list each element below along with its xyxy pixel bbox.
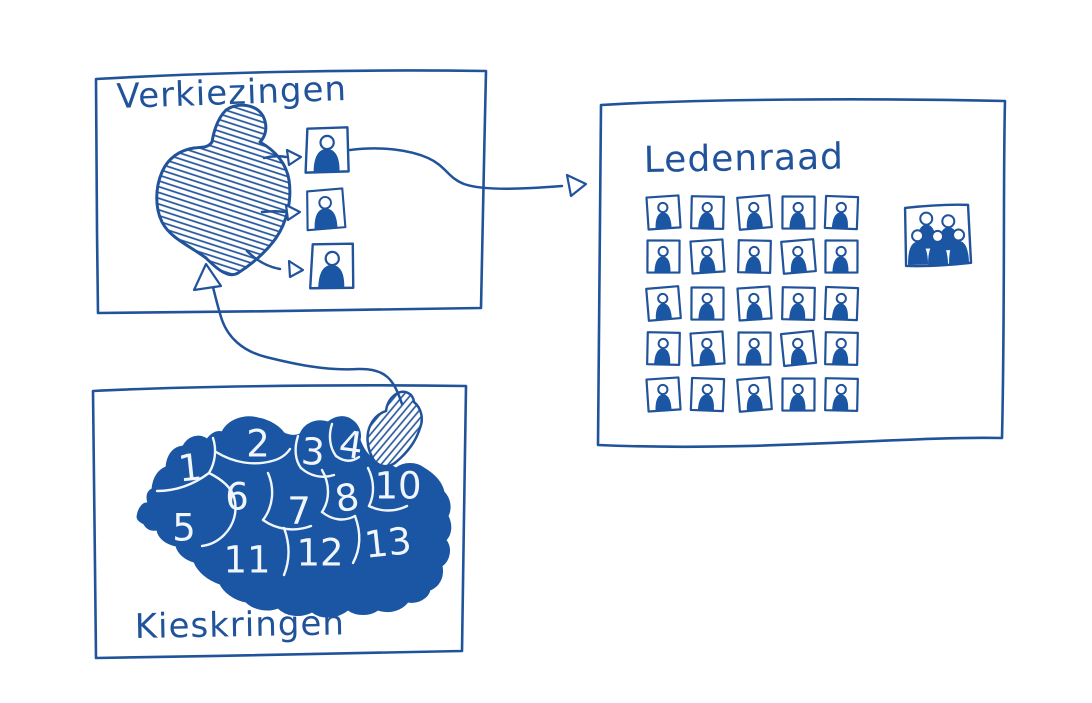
member-portrait	[689, 330, 726, 367]
ledenraad-box-outline	[596, 98, 1007, 449]
member-portrait	[689, 194, 726, 231]
hatched-region-outline	[366, 390, 423, 468]
district-border-line	[261, 518, 313, 531]
region-label: 5	[172, 507, 196, 550]
person-body	[949, 241, 970, 265]
arrowhead-icon	[284, 203, 302, 222]
member-portrait	[645, 285, 682, 322]
member-portrait	[645, 238, 682, 275]
district-border-line	[200, 495, 237, 548]
candidate-portrait	[305, 187, 347, 232]
member-portrait	[736, 285, 773, 322]
ledenraad-box: Ledenraad	[596, 98, 1007, 449]
candidate-portrait	[309, 241, 356, 291]
person-head	[941, 214, 956, 229]
region-label: 7	[287, 490, 311, 533]
hatched-region	[366, 390, 423, 468]
member-portrait	[822, 193, 861, 232]
member-portrait	[736, 194, 773, 231]
district-border-line	[334, 454, 361, 462]
district-border-line	[261, 471, 274, 522]
member-portrait	[689, 285, 726, 322]
verkiezingen-box-outline	[94, 69, 488, 315]
kieskringen-box: Kieskringen 12	[91, 384, 468, 660]
member-portrait	[823, 238, 860, 275]
connectors	[192, 147, 588, 406]
person-head	[931, 229, 945, 243]
member-portrait	[780, 285, 817, 322]
member-portrait	[736, 376, 773, 413]
region-label: 12	[296, 532, 343, 575]
member-portrait	[736, 330, 773, 367]
candidate-arrow-line	[245, 249, 282, 271]
candidate-arrows	[245, 148, 305, 279]
candidate-portrait	[304, 125, 351, 175]
member-portrait	[823, 330, 860, 367]
ledenraad-title: Ledenraad	[643, 137, 844, 181]
district-border-line	[328, 422, 338, 458]
district-border-line	[282, 526, 290, 577]
arrowhead-icon	[285, 148, 303, 167]
map-shape	[136, 416, 452, 618]
district-border-line	[214, 447, 292, 465]
arrowhead-icon	[192, 262, 223, 292]
arrow-kieskringen-to-verkiezingen	[210, 281, 404, 406]
member-portrait	[689, 238, 726, 275]
district-border-line	[351, 514, 361, 565]
verkiezingen-box: Verkiezingen	[94, 69, 488, 315]
member-portrait	[736, 238, 773, 275]
member-portrait	[779, 329, 818, 368]
district-border-line	[294, 434, 303, 470]
district-border-line	[155, 471, 211, 493]
kieskringen-box-outline	[91, 384, 468, 660]
region-label: 6	[225, 476, 249, 519]
district-border-line	[320, 468, 330, 514]
region-label: 13	[362, 519, 413, 567]
group-portrait-icon	[903, 203, 973, 268]
member-portrait	[780, 376, 817, 413]
candidate-arrow-line	[260, 210, 287, 214]
hatched-region-shape	[367, 391, 422, 467]
member-portrait	[645, 376, 682, 413]
region-label: 1	[176, 445, 204, 490]
member-portrait	[780, 194, 817, 231]
person-body	[908, 241, 929, 265]
blob-outline	[155, 103, 292, 277]
district-border-line	[299, 466, 336, 478]
member-portrait	[645, 330, 682, 367]
district-borders	[155, 422, 409, 577]
person-head	[919, 211, 934, 226]
person-head	[952, 228, 966, 242]
arrowhead-icon	[565, 173, 588, 198]
hatched-district-blob	[155, 103, 292, 277]
region-label: 2	[246, 423, 270, 466]
region-label: 3	[300, 430, 326, 475]
member-portrait	[822, 284, 861, 323]
region-label: 11	[223, 539, 270, 582]
arrow-verkiezingen-to-ledenraad	[348, 147, 564, 190]
person-body	[928, 242, 949, 266]
candidate-portraits	[304, 125, 356, 291]
region-label: 10	[374, 465, 421, 508]
arrowhead-icon	[287, 259, 305, 279]
person-body	[916, 224, 937, 249]
member-portrait	[645, 194, 682, 231]
district-border-line	[320, 510, 357, 521]
district-border-line	[366, 466, 375, 508]
district-border-line	[367, 504, 409, 512]
candidate-arrow-line	[262, 155, 288, 160]
district-border-line	[207, 436, 217, 475]
member-portrait	[688, 375, 727, 414]
blob-crosshatch	[156, 105, 290, 275]
person-head	[911, 229, 925, 243]
member-portrait	[823, 376, 860, 413]
district-border-line	[207, 471, 236, 499]
member-grid	[645, 193, 861, 414]
member-portrait	[780, 238, 817, 275]
